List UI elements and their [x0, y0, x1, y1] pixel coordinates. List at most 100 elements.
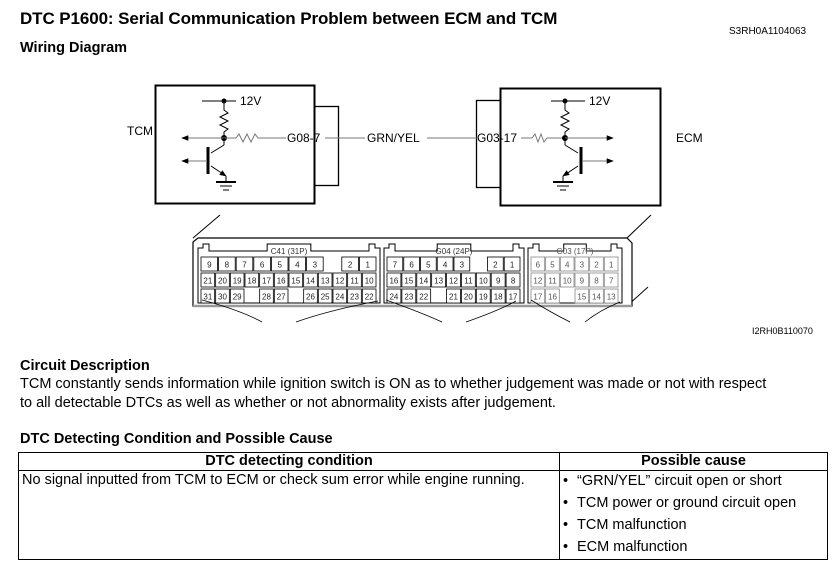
connector-pin-label: 7 — [393, 261, 398, 270]
connector-pin — [259, 272, 274, 288]
tcm-label: TCM — [127, 124, 153, 138]
connector-pin-label: 24 — [389, 293, 398, 302]
connector-pin — [386, 272, 402, 288]
connector-pin — [403, 256, 420, 272]
connector-pin — [416, 288, 432, 304]
connector-pin-label: 30 — [218, 293, 227, 302]
connector-pin-label: 16 — [548, 293, 557, 302]
connector-pin — [229, 272, 245, 288]
connector-pin-label: 15 — [404, 277, 413, 286]
connector-pin — [229, 288, 245, 304]
connector-pin-label: 21 — [203, 277, 212, 286]
figure-id: I2RH0B110070 — [752, 326, 813, 336]
connector-pin-label: 16 — [389, 277, 398, 286]
ecm-series-resistor — [531, 132, 565, 144]
connector-pin-label: 14 — [592, 293, 601, 302]
connector-name: C41 (31P) — [271, 247, 308, 256]
connector-pin-label: 12 — [335, 277, 344, 286]
connector-pin — [215, 288, 230, 304]
connector-name: G03 (17P) — [557, 247, 594, 256]
connector-pin-label: 4 — [565, 261, 570, 270]
connector-pin — [461, 288, 476, 304]
circuit-description-heading: Circuit Description — [20, 358, 150, 374]
connector-pin-label: 9 — [207, 261, 212, 270]
connector-pin-label: 12 — [533, 277, 542, 286]
connector-pin-label: 13 — [607, 293, 616, 302]
connector-pin-label: 15 — [291, 277, 300, 286]
circuit-description-line-2: to all detectable DTCs as well as whethe… — [20, 395, 556, 411]
dtc-table: DTC detecting condition Possible cause N… — [18, 452, 828, 560]
connector-pin — [475, 272, 491, 288]
connector-pin — [253, 256, 271, 272]
connector-pin-label: 10 — [365, 277, 374, 286]
ecm-terminal-label: G03-17 — [477, 131, 517, 145]
connector-pin — [431, 272, 446, 288]
connector-pin-label: 6 — [409, 261, 414, 270]
connector-pin-label: 6 — [260, 261, 265, 270]
tcm-ground-icon — [216, 176, 236, 191]
connector-pin-label: 14 — [419, 277, 428, 286]
tcm-transistor — [181, 138, 227, 177]
connector-pin-label: 13 — [321, 277, 330, 286]
connector-pin-label: 3 — [460, 261, 465, 270]
connector-pin — [270, 256, 289, 272]
connector-pin-label: 17 — [509, 293, 518, 302]
ecm-ground-icon — [553, 176, 573, 191]
connector-pin-label: 24 — [335, 293, 344, 302]
connector-pin-label: 9 — [580, 277, 585, 286]
cause-text: ECM malfunction — [577, 539, 688, 555]
connector-pin — [420, 256, 437, 272]
bullet-icon: • — [563, 539, 569, 555]
connector-pin-label: 31 — [203, 293, 212, 302]
connector-pin-label: 8 — [594, 277, 599, 286]
connector-pin — [490, 272, 506, 288]
ecm-label: ECM — [676, 131, 703, 145]
possible-cause-cell: •“GRN/YEL” circuit open or short • TCM po… — [559, 470, 828, 560]
connector-pin — [589, 272, 604, 288]
connector-pin-label: 18 — [494, 293, 503, 302]
connector-pin — [603, 256, 619, 272]
connector-pin — [401, 288, 417, 304]
connector-pin-label: 22 — [365, 293, 374, 302]
connector-pin — [574, 256, 590, 272]
possible-cause-item: •“GRN/YEL” circuit open or short — [560, 471, 827, 493]
detecting-condition-cell: No signal inputted from TCM to ECM or ch… — [18, 470, 560, 560]
connector-pin — [530, 288, 546, 304]
connector-pin — [475, 288, 491, 304]
connector-pin — [200, 272, 216, 288]
connector-pin — [273, 288, 289, 304]
connector-pin-label: 6 — [536, 261, 541, 270]
connector-pin — [574, 272, 590, 288]
table-row: No signal inputted from TCM to ECM or ch… — [18, 470, 828, 560]
connector-pin-label: 4 — [443, 261, 448, 270]
connector-pin-label: 1 — [609, 261, 614, 270]
connector-pin-label: 18 — [247, 277, 256, 286]
connector-pin — [235, 256, 254, 272]
tcm-module — [154, 84, 340, 205]
page-title: DTC P1600: Serial Communication Problem … — [20, 9, 558, 28]
wiring-diagram: TCM ECM 12V 12V G08-7 G03-17 GRN/YEL C41… — [127, 84, 703, 323]
connector-pin — [559, 272, 575, 288]
connector-pin — [386, 256, 404, 272]
connector-pin-label: 11 — [464, 277, 473, 286]
connector-pin-label: 5 — [426, 261, 431, 270]
connector-pin — [603, 272, 619, 288]
connector-pin-label: 7 — [242, 261, 247, 270]
cause-text: TCM power or ground circuit open — [577, 495, 797, 511]
connector-pin-label: 25 — [321, 293, 330, 302]
possible-cause-item: • ECM malfunction — [560, 537, 827, 559]
connector-pin — [332, 272, 348, 288]
wiring-diagram-heading: Wiring Diagram — [20, 40, 128, 56]
connector-pin-label: 11 — [350, 277, 359, 286]
connector-pin — [218, 256, 236, 272]
connector-pin — [273, 272, 289, 288]
connector-pin — [347, 272, 362, 288]
bullet-icon: • — [563, 495, 569, 511]
connector-pin — [317, 272, 333, 288]
connector-pin — [341, 256, 359, 272]
connector-pin-label: 23 — [404, 293, 413, 302]
connector-pin-label: 13 — [434, 277, 443, 286]
connector-pin-label: 3 — [313, 261, 318, 270]
connector-pin-label: 12 — [449, 277, 458, 286]
